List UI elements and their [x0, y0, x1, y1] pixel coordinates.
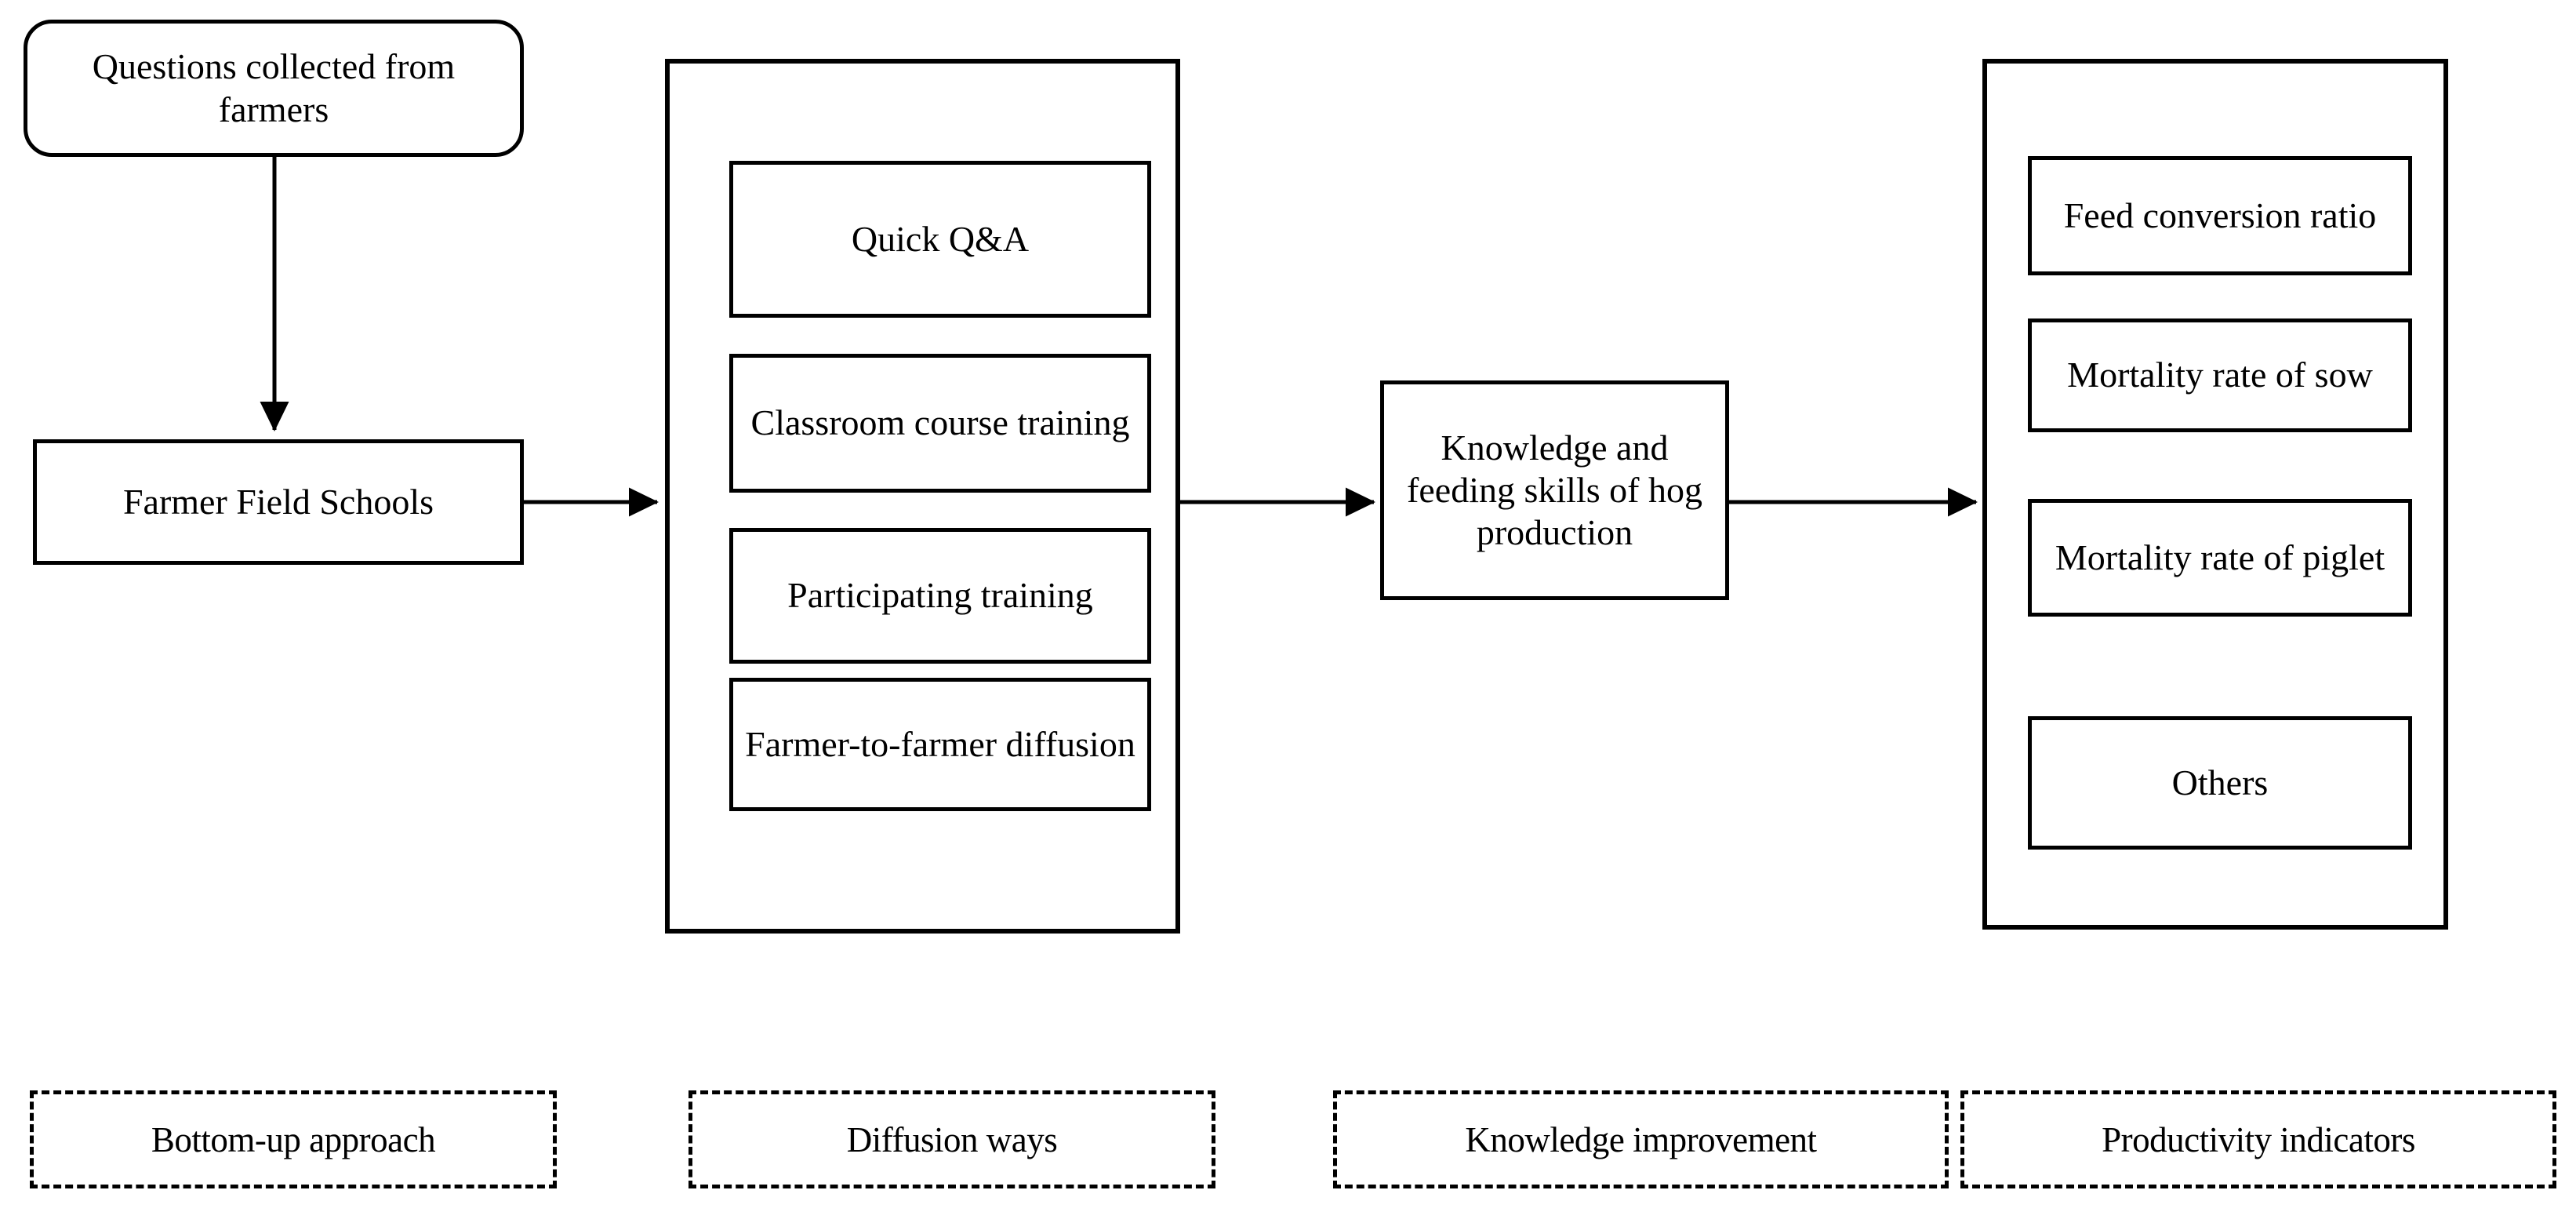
- diffusion-item-label: Farmer-to-farmer diffusion: [745, 723, 1135, 764]
- diffusion-item-label: Participating training: [787, 575, 1093, 616]
- diffusion-ways-container: Quick Q&A Classroom course training Part…: [665, 59, 1180, 934]
- productivity-item-label: Mortality rate of piglet: [2055, 537, 2385, 577]
- legend-productivity-indicators: Productivity indicators: [1960, 1090, 2556, 1188]
- node-farmer-field-schools[interactable]: Farmer Field Schools: [33, 439, 524, 565]
- diffusion-item-label: Quick Q&A: [851, 218, 1030, 259]
- node-knowledge-label: Knowledge and feeding skills of hog prod…: [1407, 427, 1702, 553]
- productivity-item-others[interactable]: Others: [2028, 716, 2412, 850]
- productivity-indicators-container: Feed conversion ratio Mortality rate of …: [1982, 59, 2448, 930]
- legend-knowledge-improvement: Knowledge improvement: [1333, 1090, 1949, 1188]
- diffusion-item-classroom-course-training[interactable]: Classroom course training: [729, 354, 1151, 493]
- node-questions-collected-from-farmers[interactable]: Questions collected from farmers: [24, 20, 524, 157]
- productivity-item-mortality-rate-of-piglet[interactable]: Mortality rate of piglet: [2028, 499, 2412, 617]
- legend-bottom-up-approach: Bottom-up approach: [30, 1090, 557, 1188]
- productivity-item-mortality-rate-of-sow[interactable]: Mortality rate of sow: [2028, 318, 2412, 432]
- legend-diffusion-ways: Diffusion ways: [689, 1090, 1215, 1188]
- node-farmer-field-schools-label: Farmer Field Schools: [122, 481, 434, 522]
- diffusion-item-participating-training[interactable]: Participating training: [729, 528, 1151, 664]
- productivity-item-label: Others: [2171, 762, 2269, 803]
- diffusion-item-label: Classroom course training: [750, 402, 1130, 443]
- diffusion-item-farmer-to-farmer-diffusion[interactable]: Farmer-to-farmer diffusion: [729, 678, 1151, 811]
- diffusion-item-quick-qa[interactable]: Quick Q&A: [729, 161, 1151, 318]
- legend-label: Diffusion ways: [846, 1119, 1058, 1159]
- productivity-item-label: Feed conversion ratio: [2063, 195, 2377, 235]
- productivity-item-label: Mortality rate of sow: [2067, 355, 2373, 395]
- node-knowledge-and-feeding-skills[interactable]: Knowledge and feeding skills of hog prod…: [1380, 380, 1729, 600]
- legend-label: Productivity indicators: [2102, 1119, 2415, 1159]
- node-questions-label: Questions collected from farmers: [92, 46, 456, 129]
- legend-label: Knowledge improvement: [1465, 1119, 1817, 1159]
- productivity-item-feed-conversion-ratio[interactable]: Feed conversion ratio: [2028, 156, 2412, 275]
- legend-label: Bottom-up approach: [151, 1119, 436, 1159]
